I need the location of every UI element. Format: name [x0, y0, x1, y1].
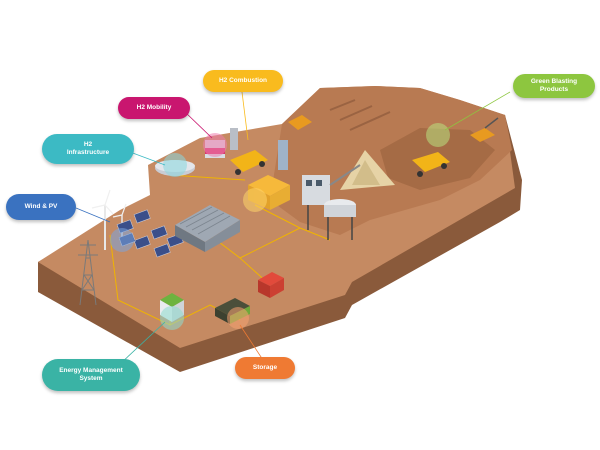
warehouse-icon [175, 205, 240, 252]
label-energy-management-system: Energy Management System [42, 359, 140, 391]
power-pylon-icon [78, 239, 98, 306]
highlight-halos [110, 123, 450, 330]
label-h2-infrastructure: H2 Infrastructure [42, 134, 134, 164]
label-connectors [75, 91, 511, 365]
terrace-steps [329, 99, 391, 131]
excavator-icon [288, 115, 499, 142]
label-green-blasting-products: Green Blasting Products [513, 74, 595, 98]
label-h2-mobility: H2 Mobility [118, 97, 190, 119]
label-h2-combustion: H2 Combustion [203, 70, 283, 92]
ground-platform [38, 86, 522, 372]
label-wind-pv: Wind & PV [6, 194, 76, 220]
generator-icon [258, 272, 284, 298]
ore-pile-shade [352, 160, 380, 185]
haul-truck-icon [230, 150, 450, 177]
processing-plant-icon [278, 140, 361, 240]
label-storage: Storage [235, 357, 295, 379]
